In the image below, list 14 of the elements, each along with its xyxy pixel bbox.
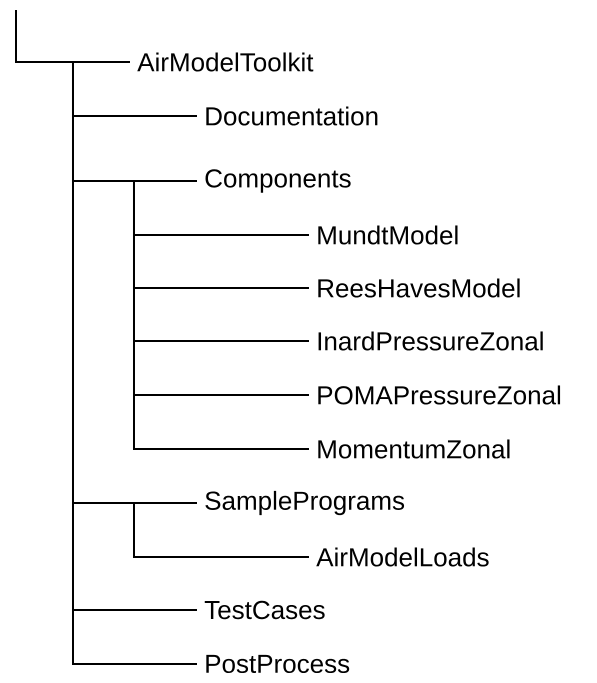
folder-label: TestCases: [204, 600, 325, 620]
folder-label: Documentation: [206, 106, 378, 126]
folder-label: PostProcess: [206, 654, 350, 674]
folder-label: ReesHavesModel: [318, 278, 520, 298]
folder-label: MundtModel: [318, 225, 458, 245]
folder-label: Components: [206, 169, 351, 193]
folder-label: SamplePrograms: [205, 490, 404, 516]
tree-connector: [133, 502, 309, 558]
folder-label: AirModelLoads: [316, 547, 489, 567]
tree-connector: [133, 180, 309, 450]
folder-label: MomentumZonal: [318, 439, 510, 459]
folder-label: InardPressureZonal: [318, 331, 543, 351]
folder-label: POMAPressureZonal: [318, 385, 560, 405]
folder-label: AirModelToolkit: [137, 52, 314, 72]
